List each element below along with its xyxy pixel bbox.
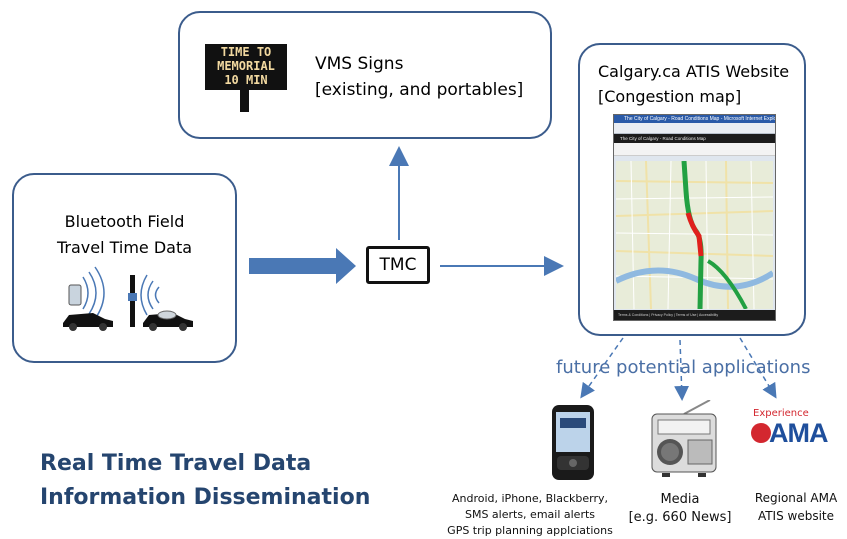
caption-line: Regional AMA: [754, 491, 838, 505]
map-controls-bar: [614, 143, 775, 156]
browser-title-bar: The City of Calgary - Road Conditions Ma…: [614, 115, 775, 123]
diagram-title: Real Time Travel Data Information Dissem…: [40, 447, 370, 515]
radio-icon: [651, 400, 717, 477]
bluetooth-label-line1: Bluetooth Field: [64, 212, 185, 231]
signal-waves-icon: [140, 274, 160, 316]
map-page-header: The City of Calgary - Road Conditions Ma…: [614, 134, 775, 143]
vms-label-line1: VMS Signs: [315, 54, 404, 74]
map-page-footer: Terms & Conditions | Privacy Policy | Te…: [614, 310, 775, 320]
bluetooth-to-tmc-arrow: [249, 248, 356, 284]
ama-caption: Regional AMA ATIS website: [748, 489, 844, 525]
mobile-caption: Android, iPhone, Blackberry, SMS alerts,…: [440, 491, 620, 539]
browser-toolbar: [614, 123, 775, 134]
ama-logo-small-text: Experience: [753, 408, 809, 419]
congestion-map: [616, 161, 773, 309]
caption-line: GPS trip planning applciations: [447, 524, 613, 537]
atis-label-line1: Calgary.ca ATIS Website: [598, 62, 790, 81]
car-icon: [143, 310, 193, 331]
vms-sign-line: TIME TO: [220, 45, 272, 59]
future-arrow-mobile: [580, 337, 624, 399]
caption-line: Android, iPhone, Blackberry,: [451, 492, 608, 505]
bluetooth-box: [12, 173, 237, 363]
future-arrow-media: [674, 339, 690, 401]
phone-icon: [68, 284, 82, 306]
vms-pole: [240, 90, 249, 112]
media-caption: Media [e.g. 660 News]: [625, 491, 735, 527]
map-graphic: [616, 161, 773, 309]
ama-logo-emblem-icon: [751, 423, 771, 443]
caption-line: Media: [660, 492, 700, 507]
title-line1: Real Time Travel Data: [40, 451, 312, 476]
car-icon: [63, 313, 113, 331]
bluetooth-sensor-illustration: [63, 266, 193, 331]
bluetooth-label-line2: Travel Time Data: [56, 238, 193, 257]
vms-label-line2: [existing, and portables]: [315, 80, 524, 100]
future-arrow-ama: [739, 337, 777, 399]
vms-sign-icon: TIME TO MEMORIAL 10 MIN: [205, 44, 287, 90]
atis-label-line2: [Congestion map]: [598, 87, 742, 106]
tmc-box: TMC: [366, 246, 430, 284]
smartphone-icon: [552, 405, 594, 480]
congestion-segment: [685, 212, 704, 257]
future-applications-label: future potential applications: [556, 357, 811, 378]
ama-logo: Experience AMA: [751, 408, 841, 448]
ama-logo-text: AMA: [769, 418, 828, 448]
vms-sign-line: MEMORIAL: [217, 59, 275, 73]
caption-line: ATIS website: [757, 509, 835, 523]
title-line2: Information Dissemination: [40, 485, 371, 510]
caption-line: SMS alerts, email alerts: [464, 508, 596, 521]
signal-waves-icon: [82, 266, 105, 320]
congestion-map-screenshot: The City of Calgary - Road Conditions Ma…: [613, 114, 776, 321]
caption-line: [e.g. 660 News]: [628, 510, 732, 525]
vms-sign-line: 10 MIN: [224, 73, 268, 87]
